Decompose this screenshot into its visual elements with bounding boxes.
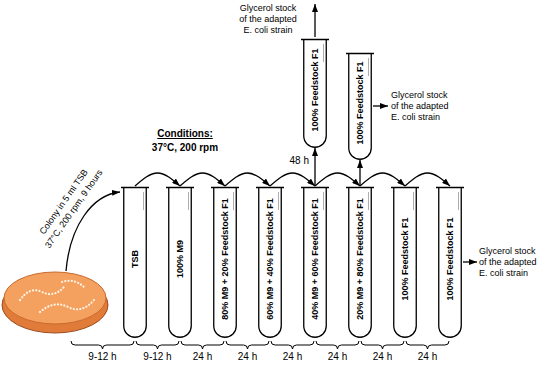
colony-streak: [62, 281, 84, 287]
tube-label: 20% M9 + 80% Feedstock F1: [355, 198, 365, 319]
tube-wall: [349, 188, 372, 337]
test-tube: 100% Feedstock F1: [303, 38, 327, 148]
transfer-arrow: [225, 173, 270, 186]
duration-label: 24 h: [373, 351, 392, 363]
time-bracket: [181, 341, 224, 349]
conditions-heading: Conditions:: [157, 128, 213, 140]
test-tube: 80% M9 + 20% Feedstock F1: [213, 186, 237, 338]
duration-label: 24 h: [328, 351, 347, 363]
duration-label: 24 h: [418, 351, 437, 363]
tube-glint: [143, 192, 144, 210]
transfer-arrow: [405, 173, 450, 186]
time-brackets: [71, 341, 449, 349]
tube-rim: [301, 187, 329, 189]
tube-label: 60% M9 + 40% Feedstock F1: [265, 198, 275, 319]
tube-wall: [169, 188, 192, 337]
time-bracket: [406, 341, 449, 349]
time-bracket: [71, 341, 134, 349]
tube-wall: [304, 188, 327, 337]
test-tube: 100% Feedstock F1: [438, 186, 462, 338]
duration-label: 24 h: [193, 351, 212, 363]
tube-glint: [188, 192, 189, 210]
stock-arrow: [373, 105, 388, 106]
stock-arrow: [314, 4, 315, 37]
test-tube: 20% M9 + 80% Feedstock F1: [348, 186, 372, 338]
edge-label: 48 h: [289, 155, 310, 167]
transfer-arrow: [180, 173, 225, 186]
transfer-arrow: [315, 173, 360, 186]
time-bracket: [361, 341, 404, 349]
test-tube: TSB: [123, 186, 147, 338]
duration-label: 24 h: [238, 351, 257, 363]
stock-note: Glycerol stock of the adapted E. coli st…: [391, 90, 453, 122]
transfer-arrow: [360, 173, 405, 186]
duration-label: 9-12 h: [143, 351, 171, 363]
tube-glint: [233, 192, 234, 210]
colony-streak: [20, 287, 64, 300]
duration-label: 24 h: [283, 351, 302, 363]
tube-glint: [458, 192, 459, 210]
tube-glint: [368, 192, 369, 210]
tube-glint: [278, 192, 279, 210]
tube-rim: [121, 187, 149, 189]
stock-note: Glycerol stock of the adapted E. coli st…: [479, 246, 541, 278]
tube-wall: [394, 188, 417, 337]
stock-note: Glycerol stock of the adapted E. coli st…: [237, 3, 299, 35]
tube-rim: [211, 187, 239, 189]
colony-streak: [40, 300, 94, 312]
tube-glint: [323, 44, 324, 62]
test-tube: 100% M9: [168, 186, 192, 338]
transfer-arrow: [270, 173, 315, 186]
transfer-arrow: [314, 148, 315, 186]
time-bracket: [226, 341, 269, 349]
agar-surface: [4, 272, 106, 324]
tube-rim: [256, 187, 284, 189]
tube-label: 100% M9: [175, 240, 185, 278]
tube-glint: [413, 192, 414, 210]
tube-glint: [323, 192, 324, 210]
tube-wall: [259, 188, 282, 337]
tube-rim: [346, 187, 374, 189]
tube-label: 40% M9 + 60% Feedstock F1: [310, 198, 320, 319]
tube-rim: [166, 187, 194, 189]
tube-rim: [301, 39, 329, 41]
time-bracket: [316, 341, 359, 349]
tube-glint: [368, 58, 369, 76]
time-bracket: [271, 341, 314, 349]
duration-label: 9-12 h: [88, 351, 116, 363]
petri-dish: [2, 272, 108, 333]
stock-arrow: [463, 261, 477, 262]
tube-label: TSB: [130, 250, 140, 268]
tube-rim: [436, 187, 464, 189]
tube-wall: [304, 40, 327, 147]
tube-wall: [439, 188, 462, 337]
tube-label: 100% Feedstock F1: [400, 217, 410, 300]
tube-label: 100% Feedstock F1: [355, 61, 365, 144]
tube-label: 100% Feedstock F1: [310, 48, 320, 131]
transfer-arrow: [359, 160, 360, 186]
conditions-value: 37°C, 200 rpm: [152, 142, 218, 154]
time-bracket: [136, 341, 179, 349]
test-tube: 40% M9 + 60% Feedstock F1: [303, 186, 327, 338]
test-tube: 100% Feedstock F1: [348, 52, 372, 160]
transfer-arrow: [135, 173, 180, 186]
tube-rim: [391, 187, 419, 189]
tube-label: 100% Feedstock F1: [445, 217, 455, 300]
tube-wall: [124, 188, 147, 337]
tube-label: 80% M9 + 20% Feedstock F1: [220, 198, 230, 319]
tube-wall: [349, 54, 372, 159]
tube-rim: [346, 53, 374, 55]
tube-wall: [214, 188, 237, 337]
test-tube: 60% M9 + 40% Feedstock F1: [258, 186, 282, 338]
test-tube: 100% Feedstock F1: [393, 186, 417, 338]
